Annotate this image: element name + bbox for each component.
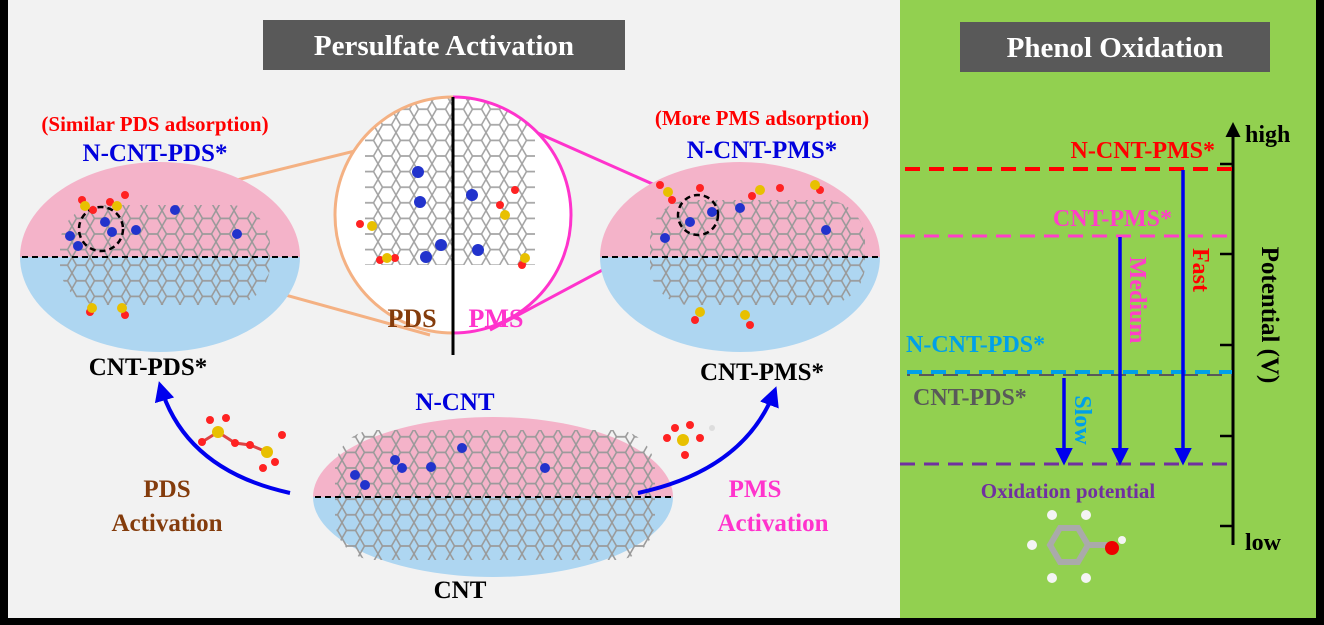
axis-low-label: low [1245,530,1282,556]
pms-activation-arrow [637,386,779,495]
cnt-center-ellipse [313,417,673,577]
right-panel [900,0,1316,618]
pds-activation-line2: Activation [111,510,222,537]
adsorption-site-circle [676,193,720,237]
adsorption-site-circle [77,205,125,253]
cnt-pds-ellipse [20,162,300,352]
pms-note: (More PMS adsorption) [655,106,869,130]
medium-label: Medium [1124,257,1150,344]
phenol-title: Phenol Oxidation [1007,32,1224,64]
level-label-n-cnt-pms: N-CNT-PMS* [1071,138,1215,164]
magnifier: PDS PMS [333,95,573,355]
cnt-label: CNT [434,577,487,604]
magnifier-pms-label: PMS [469,304,524,333]
level-label-cnt-pms: CNT-PMS* [1053,206,1172,232]
magnifier-pds-label: PDS [387,304,436,333]
persulfate-title-box: Persulfate Activation [263,20,625,70]
pds-activation-line1: PDS [143,476,190,503]
nanotube [335,430,655,560]
phenol-molecule [1027,510,1126,583]
cnt-pms-label: CNT-PMS* [700,359,824,386]
pms-molecule [663,421,715,459]
axis-high-label: high [1245,122,1290,148]
phenol-title-box: Phenol Oxidation [960,22,1270,72]
pds-activation-arrow [154,381,291,495]
n-cnt-pds-label: N-CNT-PDS* [83,140,228,167]
axis-title: Potential (V) [1256,247,1283,384]
pds-note: (Similar PDS adsorption) [41,112,268,136]
level-label-n-cnt-pds: N-CNT-PDS* [906,332,1045,358]
nanotube [650,200,865,305]
fast-label: Fast [1187,248,1213,292]
oxidation-potential-label: Oxidation potential [981,479,1156,503]
pms-activation-line2: Activation [717,510,828,537]
potential-axis: high low Potential (V) [1220,122,1290,556]
n-cnt-label: N-CNT [415,389,494,416]
pds-molecule [198,414,286,472]
n-cnt-pms-label: N-CNT-PMS* [687,137,837,164]
cnt-pms-ellipse [600,162,880,352]
persulfate-title: Persulfate Activation [314,30,574,62]
nanotube [60,205,270,305]
slow-label: Slow [1069,395,1095,445]
cnt-pds-label: CNT-PDS* [89,354,208,381]
pms-activation-line1: PMS [729,476,782,503]
level-label-cnt-pds: CNT-PDS* [913,385,1027,411]
rate-arrows [1055,170,1192,466]
